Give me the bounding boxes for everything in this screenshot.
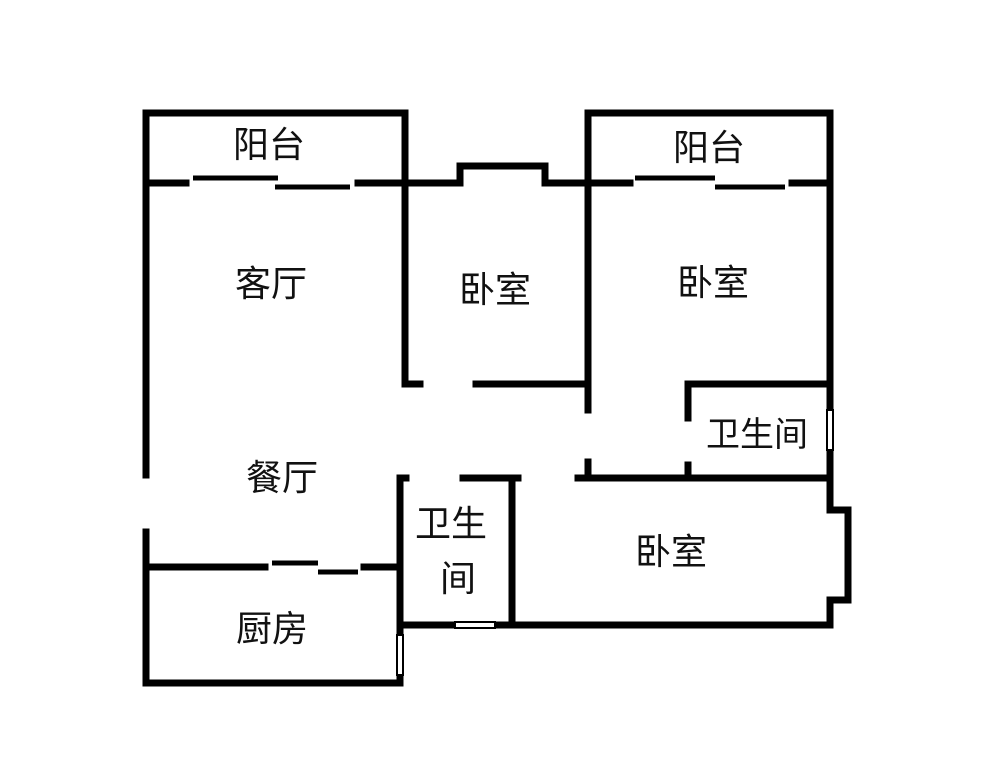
label-bedroom-middle: 卧室 <box>459 270 532 311</box>
label-bathroom-left-1: 卫生 <box>415 504 488 545</box>
window-bath-left <box>454 621 496 629</box>
label-bedroom-right: 卧室 <box>677 263 750 304</box>
window-kitchen-side <box>396 634 404 676</box>
label-living-room: 客厅 <box>235 264 308 305</box>
wall-left-outer-lower <box>142 528 404 687</box>
label-dining-room: 餐厅 <box>246 458 319 499</box>
wall-left-bath <box>396 474 410 639</box>
label-bathroom-right: 卫生间 <box>706 415 808 455</box>
window-bath-right <box>826 409 834 451</box>
wall-left-balcony <box>142 109 424 388</box>
label-bedroom-bottom: 卧室 <box>635 532 708 573</box>
wall-right-bath <box>684 380 834 422</box>
label-balcony-left: 阳台 <box>233 125 306 166</box>
label-balcony-right: 阳台 <box>673 128 746 169</box>
wall-right-balcony <box>508 109 852 629</box>
wall-balcony-divider-mid <box>354 162 634 187</box>
label-kitchen: 厨房 <box>236 609 309 650</box>
label-bathroom-left-2: 间 <box>440 559 477 600</box>
